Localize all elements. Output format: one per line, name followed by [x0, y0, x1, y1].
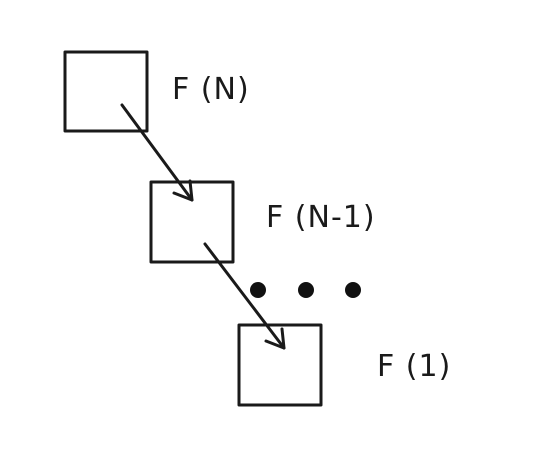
edge-2-arrowhead [264, 327, 286, 350]
edge-1-arrowhead [172, 179, 194, 202]
edge-f-n-minus-1-to-f-1 [203, 242, 286, 350]
node-f-n-minus-1-label: F (N-1) [266, 200, 376, 235]
node-f-1: F (1) [237, 323, 451, 407]
node-f-n-minus-1: F (N-1) [149, 180, 376, 264]
ellipsis-dot [250, 282, 266, 298]
ellipsis-dot [345, 282, 361, 298]
edge-f-n-to-f-n-minus-1 [120, 103, 194, 202]
ellipsis [250, 282, 361, 298]
node-f-n-label: F (N) [172, 72, 250, 107]
edge-1-line [120, 103, 194, 202]
node-f-n-minus-1-box [149, 180, 235, 264]
node-f-1-label: F (1) [377, 349, 451, 384]
edge-2-line [203, 242, 286, 350]
node-f-n-box [63, 50, 149, 133]
ellipsis-dot [298, 282, 314, 298]
node-f-n: F (N) [63, 50, 250, 133]
node-f-1-box [237, 323, 323, 407]
